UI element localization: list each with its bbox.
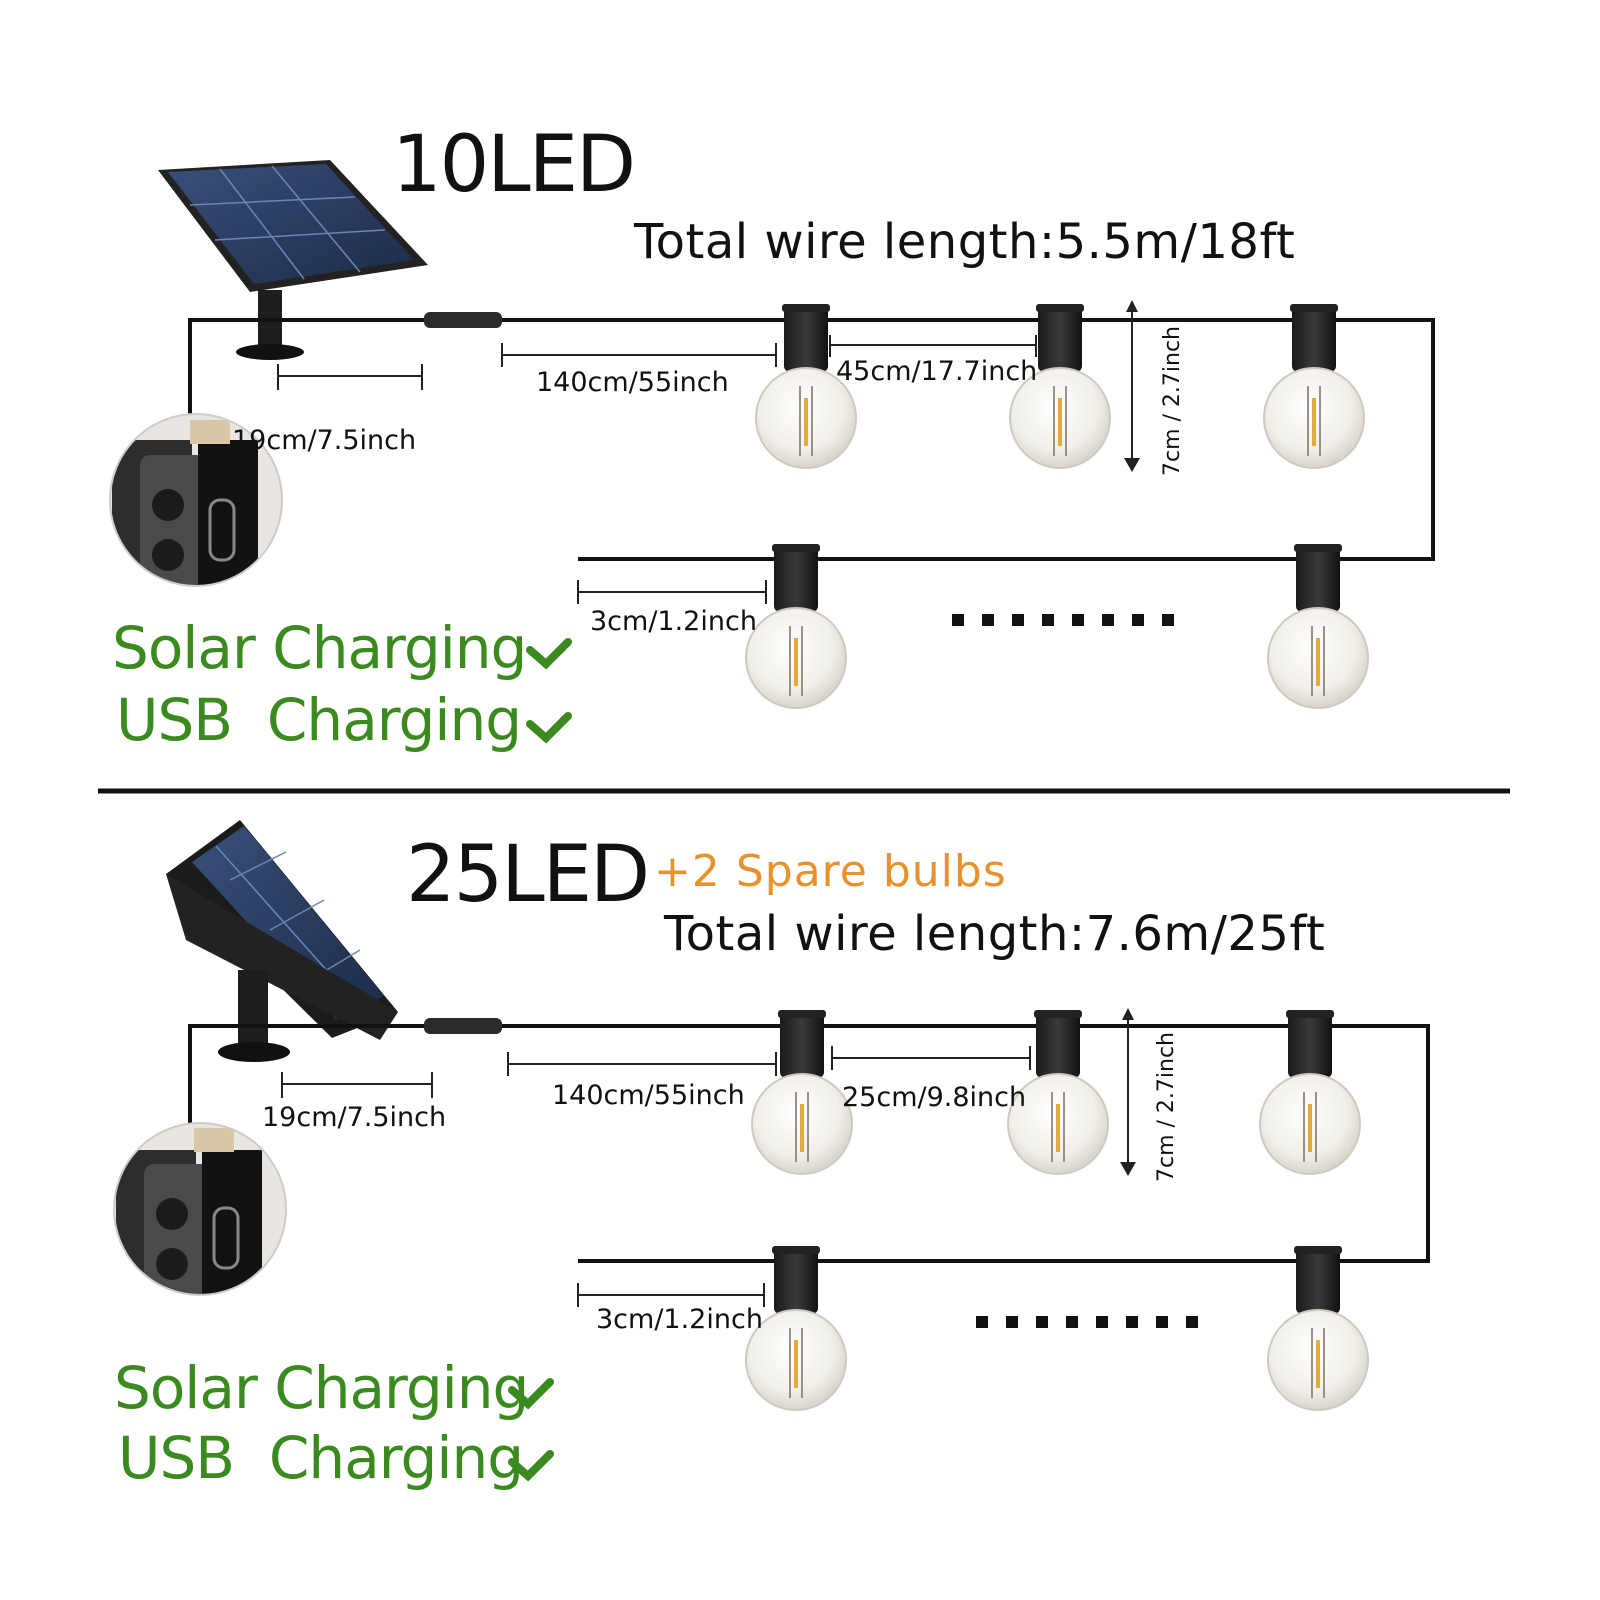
dim-bulb-height: 7cm / 2.7inch [1154,1031,1179,1182]
connector-icon [424,312,502,328]
dim-bulb-spacing: 45cm/17.7inch [836,356,1038,387]
solar-panel-icon [166,820,398,1062]
dim-lead-wire: 140cm/55inch [552,1080,745,1111]
dim-panel-to-connector: 19cm/7.5inch [232,425,417,456]
connector-icon [424,1018,502,1034]
solar-charging-label: Solar Charging [112,614,527,682]
spare-bulbs-label: +2 Spare bulbs [654,846,1007,897]
section-title: 10LED [392,120,636,210]
dim-bulb-spacing: 25cm/9.8inch [842,1082,1027,1113]
dim-socket-gap: 3cm/1.2inch [590,606,757,637]
dim-bulb-height: 7cm / 2.7inch [1160,325,1185,476]
solar-panel-icon [158,160,428,360]
solar-charging-label: Solar Charging [114,1354,529,1422]
usb-charging-label: USB Charging [116,686,522,754]
section-title: 25LED [406,830,650,920]
dim-socket-gap: 3cm/1.2inch [596,1304,763,1335]
dim-lead-wire: 140cm/55inch [536,367,729,398]
usb-port-icon [110,414,282,586]
dim-panel-to-connector: 19cm/7.5inch [262,1102,447,1133]
total-wire-length: Total wire length:5.5m/18ft [634,214,1296,270]
total-wire-length: Total wire length:7.6m/25ft [664,906,1326,962]
usb-charging-label: USB Charging [118,1424,524,1492]
usb-port-icon [114,1123,286,1295]
